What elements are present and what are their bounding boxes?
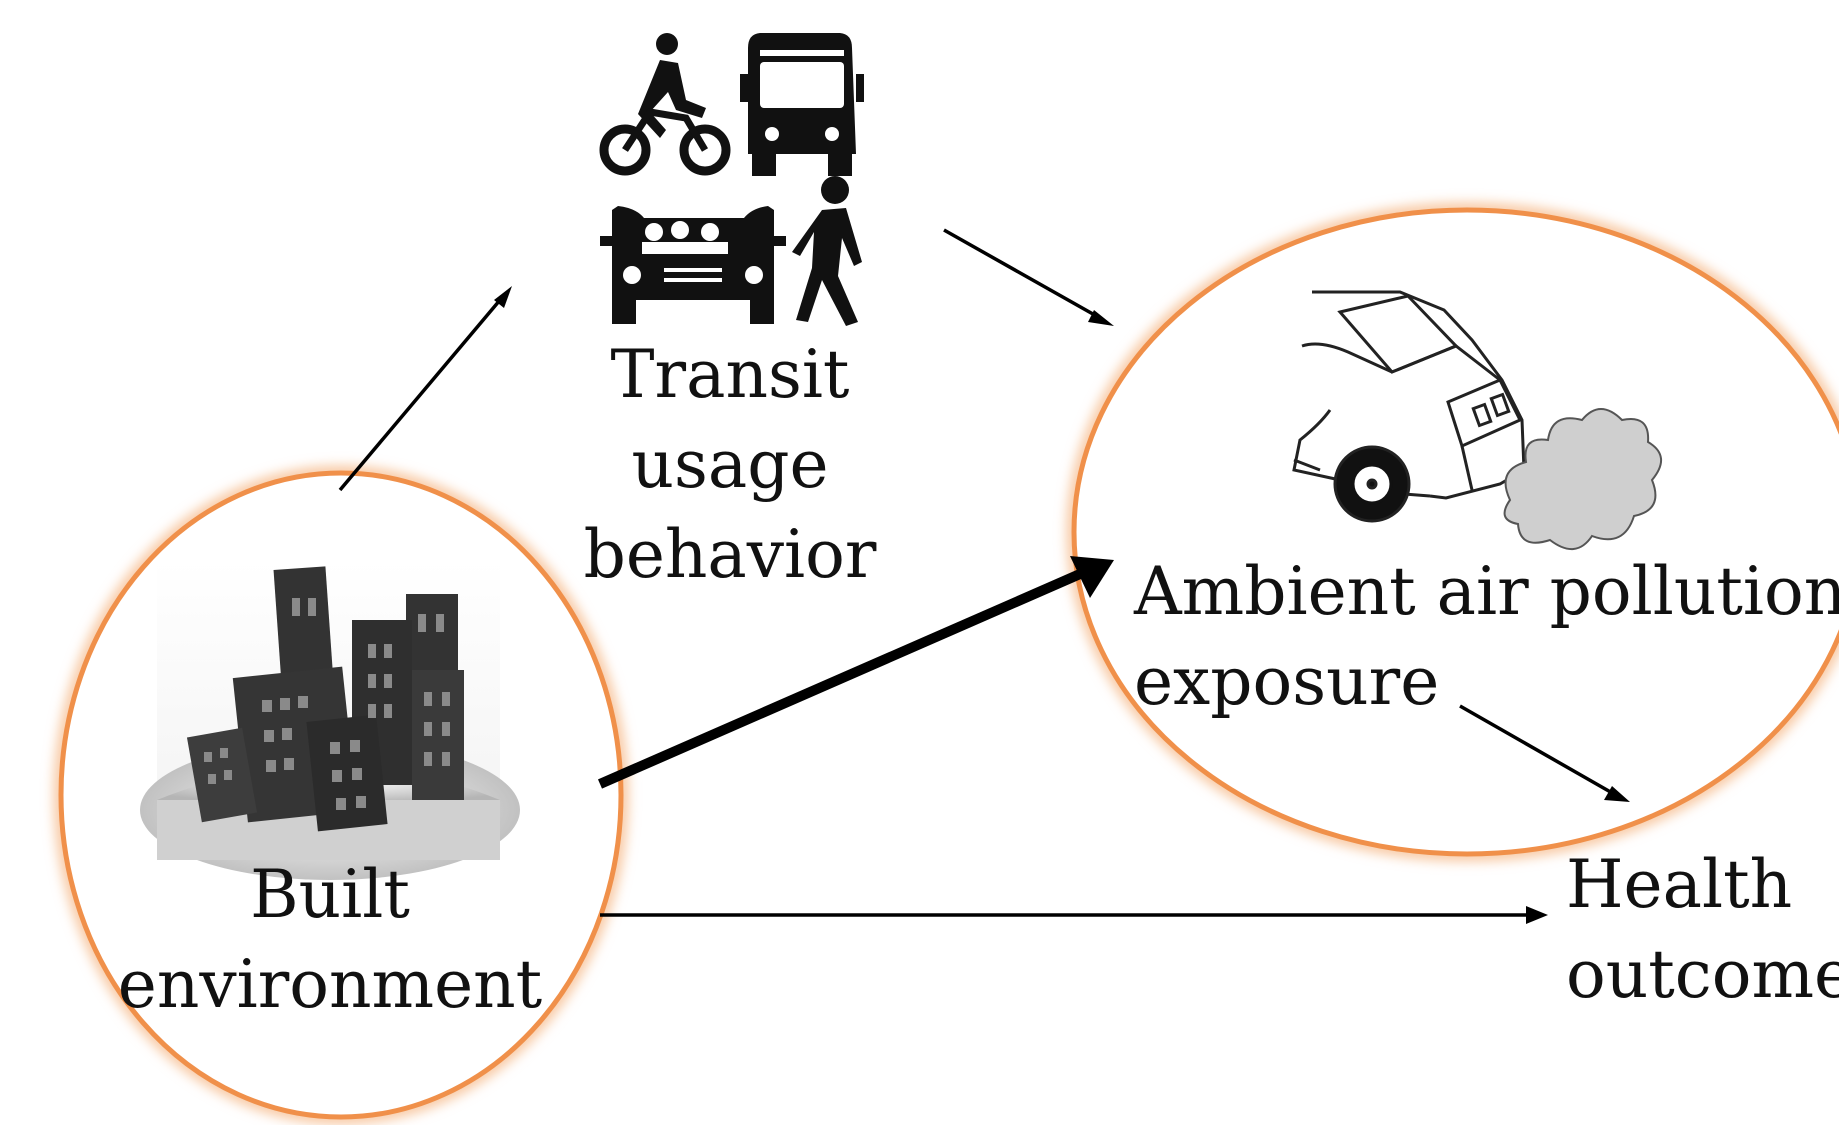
transit-label: Transit usage behavior bbox=[580, 330, 880, 600]
health-label-line-1: Health bbox=[1566, 846, 1793, 923]
arrow-built-to-transit bbox=[338, 286, 512, 492]
transit-label-line-2: usage bbox=[631, 426, 829, 503]
bus-icon bbox=[740, 33, 864, 176]
air-pollution-ellipse bbox=[1067, 203, 1839, 861]
air-pollution-label: Ambient air pollution exposure bbox=[1134, 547, 1839, 727]
transit-label-line-3: behavior bbox=[583, 516, 877, 593]
pedestrian-icon bbox=[792, 176, 862, 326]
bicycle-rider-icon bbox=[599, 33, 731, 176]
transit-label-line-1: Transit bbox=[610, 336, 850, 413]
pollution-label-line-2: exposure bbox=[1134, 643, 1440, 720]
city-buildings-icon bbox=[140, 560, 520, 880]
arrow-built-to-health bbox=[600, 906, 1548, 924]
arrow-pollution-to-health bbox=[1459, 704, 1630, 802]
car-with-passengers-icon bbox=[600, 206, 786, 324]
built-label-line-2: environment bbox=[117, 946, 543, 1023]
built-label-line-1: Built bbox=[250, 856, 410, 933]
arrow-transit-to-pollution bbox=[943, 228, 1114, 326]
health-outcomes-label: Health outcomes bbox=[1566, 840, 1839, 1020]
smoke-cloud-icon bbox=[1503, 408, 1662, 550]
pollution-label-line-1: Ambient air pollution bbox=[1134, 553, 1839, 630]
built-environment-label: Built environment bbox=[110, 850, 550, 1030]
health-label-line-2: outcomes bbox=[1566, 936, 1839, 1013]
car-exhaust-icon bbox=[1292, 290, 1526, 523]
arrow-built-to-pollution bbox=[597, 556, 1114, 789]
